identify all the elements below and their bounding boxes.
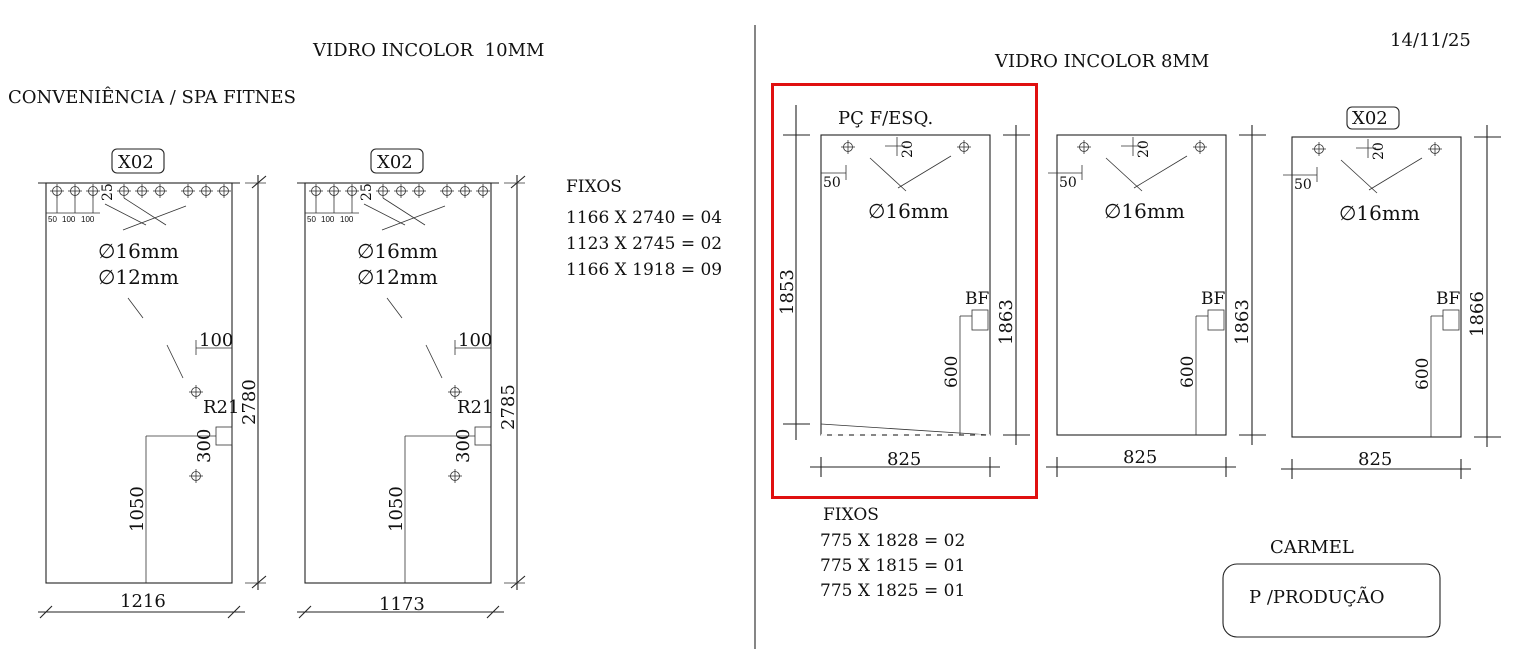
dim-width: 825 xyxy=(1123,447,1157,468)
dim-height: 1866 xyxy=(1467,291,1488,337)
dim-600: 600 xyxy=(942,356,962,388)
hole-diameter-1: ∅16mm xyxy=(357,239,438,263)
fixos-item: 1166 X 1918 = 09 xyxy=(566,260,722,280)
dim-100: 100 xyxy=(458,330,492,351)
glass-panel-2: X02 25 50 100 100 ∅16mm ∅12mm 100 R21 30… xyxy=(297,148,526,619)
hole-diameter-2: ∅12mm xyxy=(98,265,179,289)
dim-50: 50 xyxy=(823,175,841,191)
dim-width: 1216 xyxy=(120,591,166,612)
dim-300: 300 xyxy=(453,429,474,463)
fixos-title: FIXOS xyxy=(823,505,879,525)
hole-diameter: ∅16mm xyxy=(868,199,949,223)
panel-tag: X02 xyxy=(118,152,154,173)
fixos-item: 775 X 1815 = 01 xyxy=(820,556,965,576)
date: 14/11/25 xyxy=(1390,30,1471,51)
hole-diameter: ∅16mm xyxy=(1339,201,1420,225)
right-title: VIDRO INCOLOR 8MM xyxy=(994,51,1209,72)
dim-1050: 1050 xyxy=(127,486,148,532)
lock-label: BF xyxy=(1201,289,1225,309)
glass-panel-1: X02 25 50 100 100 ∅16mm ∅12mm 100 R21 30… xyxy=(38,148,267,619)
dim-spacing: 100 xyxy=(81,215,95,224)
highlight-selection-box xyxy=(771,83,1038,499)
dim-top-offset: 25 xyxy=(359,183,375,201)
production-stamp: P /PRODUÇÃO xyxy=(1249,586,1384,608)
dim-height: 1863 xyxy=(1232,299,1253,345)
dim-height: 2785 xyxy=(498,384,519,430)
glass-panel-3-right: X02 20 50 ∅16mm BF 600 1866 825 xyxy=(1281,106,1501,479)
dim-spacing: 50 xyxy=(307,215,316,224)
left-fixos-list: FIXOS 1166 X 2740 = 04 1123 X 2745 = 02 … xyxy=(566,177,722,280)
dim-300: 300 xyxy=(194,429,215,463)
right-fixos-list: FIXOS 775 X 1828 = 02 775 X 1815 = 01 77… xyxy=(820,505,965,601)
lock-label: BF xyxy=(965,289,989,309)
hole-diameter-1: ∅16mm xyxy=(98,239,179,263)
panel-tag: X02 xyxy=(377,152,413,173)
panel-label: PÇ F/ESQ. xyxy=(838,108,933,129)
dim-spacing: 100 xyxy=(62,215,76,224)
fixos-item: 775 X 1825 = 01 xyxy=(820,581,965,601)
hole-diameter-2: ∅12mm xyxy=(357,265,438,289)
dim-left-height: 1853 xyxy=(777,269,798,315)
glass-panel-2-right: 20 50 ∅16mm BF 600 1863 825 xyxy=(1046,125,1266,477)
dim-width: 825 xyxy=(887,449,921,470)
dim-height: 2780 xyxy=(239,379,260,425)
dim-600: 600 xyxy=(1413,358,1433,390)
dim-width: 1173 xyxy=(379,594,425,615)
dim-20: 20 xyxy=(900,140,916,158)
fixos-item: 775 X 1828 = 02 xyxy=(820,531,965,551)
production-stamp-box xyxy=(1222,563,1441,638)
panel-tag: X02 xyxy=(1352,108,1388,129)
dim-100: 100 xyxy=(199,330,233,351)
dim-spacing: 100 xyxy=(321,215,335,224)
left-title: VIDRO INCOLOR 10MM xyxy=(312,40,544,61)
dim-spacing: 50 xyxy=(48,215,57,224)
radius-label: R21 xyxy=(457,397,493,418)
left-subtitle: CONVENIÊNCIA / SPA FITNES xyxy=(8,85,296,108)
dim-spacing: 100 xyxy=(340,215,354,224)
client-name: CARMEL xyxy=(1270,537,1354,558)
glass-panel-pc-f-esq: PÇ F/ESQ. 1853 20 50 ∅16mm BF 600 1863 8… xyxy=(777,105,1030,477)
dim-600: 600 xyxy=(1178,356,1198,388)
radius-label: R21 xyxy=(203,397,239,418)
hole-diameter: ∅16mm xyxy=(1104,199,1185,223)
fixos-item: 1123 X 2745 = 02 xyxy=(566,234,722,254)
dim-20: 20 xyxy=(1136,140,1152,158)
dim-20: 20 xyxy=(1371,142,1387,160)
dim-width: 825 xyxy=(1358,449,1392,470)
dim-top-offset: 25 xyxy=(100,183,116,201)
dim-50: 50 xyxy=(1059,175,1077,191)
fixos-title: FIXOS xyxy=(566,177,622,197)
dim-height: 1863 xyxy=(996,299,1017,345)
lock-label: BF xyxy=(1436,289,1460,309)
fixos-item: 1166 X 2740 = 04 xyxy=(566,208,722,228)
dim-1050: 1050 xyxy=(386,486,407,532)
dim-50: 50 xyxy=(1294,177,1312,193)
